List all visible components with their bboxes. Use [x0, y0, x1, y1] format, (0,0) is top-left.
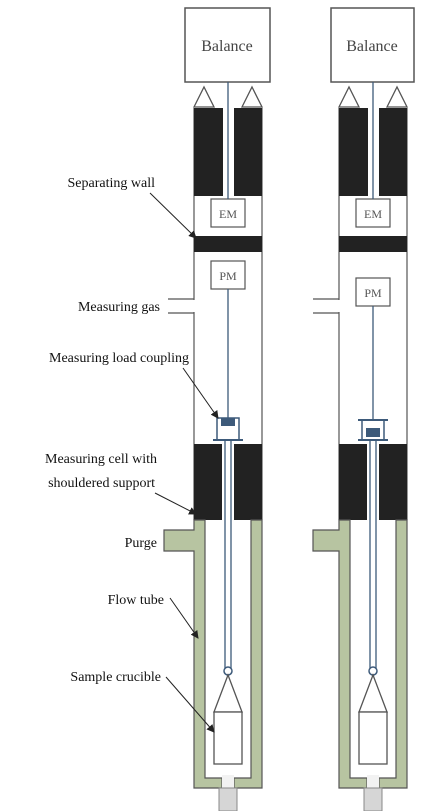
- label-measuring-cell-line1: Measuring cell with: [45, 452, 157, 467]
- right-pm-label: PM: [364, 286, 382, 300]
- right-top-block-left: [339, 108, 368, 196]
- right-separating-wall: [339, 236, 407, 252]
- right-pm-box: [355, 277, 391, 307]
- left-pm-label: PM: [219, 269, 237, 283]
- left-balance-label: Balance: [201, 38, 253, 55]
- left-balance-support-right: [240, 85, 264, 108]
- left-measuring-gas-inlet: [168, 298, 196, 314]
- label-separating-wall: Separating wall: [68, 176, 156, 191]
- right-apparatus: Balance EM PM: [312, 7, 415, 811]
- label-purge: Purge: [125, 536, 157, 551]
- right-measuring-gas-inlet: [313, 298, 341, 314]
- left-bottom-outlet: [218, 787, 238, 811]
- label-measuring-cell-line2: shouldered support: [48, 476, 155, 491]
- left-cell-block-left: [194, 444, 222, 520]
- pointer-sample-crucible: [165, 676, 215, 733]
- left-top-block-right: [234, 108, 262, 196]
- left-flow-tube: [163, 519, 223, 789]
- left-balance-support-left: [192, 85, 216, 108]
- right-em-label: EM: [364, 207, 382, 221]
- right-top-block-right: [379, 108, 407, 196]
- left-balance-box: [184, 7, 271, 83]
- right-bottom-outlet: [363, 787, 383, 811]
- pointer-load-coupling: [182, 367, 219, 419]
- right-balance-support-right: [385, 85, 409, 108]
- labels: Separating wall Measuring gas Measuring …: [45, 176, 219, 733]
- left-separating-wall: [194, 236, 262, 252]
- pointer-separating-wall: [149, 192, 197, 239]
- left-apparatus: Balance EM PM: [163, 7, 271, 811]
- pointer-measuring-cell: [154, 492, 197, 515]
- label-measuring-gas: Measuring gas: [78, 300, 160, 315]
- label-flow-tube: Flow tube: [108, 593, 164, 608]
- left-sample-crucible: [213, 666, 243, 765]
- pointer-flow-tube: [169, 597, 199, 639]
- right-load-coupling: [358, 419, 388, 441]
- left-cell-block-right: [234, 444, 262, 520]
- right-cell-block-left: [339, 444, 367, 520]
- right-sample-crucible: [358, 666, 388, 765]
- right-flow-tube: [312, 519, 368, 789]
- right-balance-support-left: [337, 85, 361, 108]
- right-cell-block-right: [379, 444, 407, 520]
- left-top-block-left: [194, 108, 223, 196]
- left-em-label: EM: [219, 207, 237, 221]
- label-measuring-load-coupling: Measuring load coupling: [49, 351, 189, 366]
- left-load-coupling: [213, 417, 243, 441]
- left-pm-box: [210, 260, 246, 290]
- label-sample-crucible: Sample crucible: [70, 670, 161, 685]
- right-balance-label: Balance: [346, 38, 398, 55]
